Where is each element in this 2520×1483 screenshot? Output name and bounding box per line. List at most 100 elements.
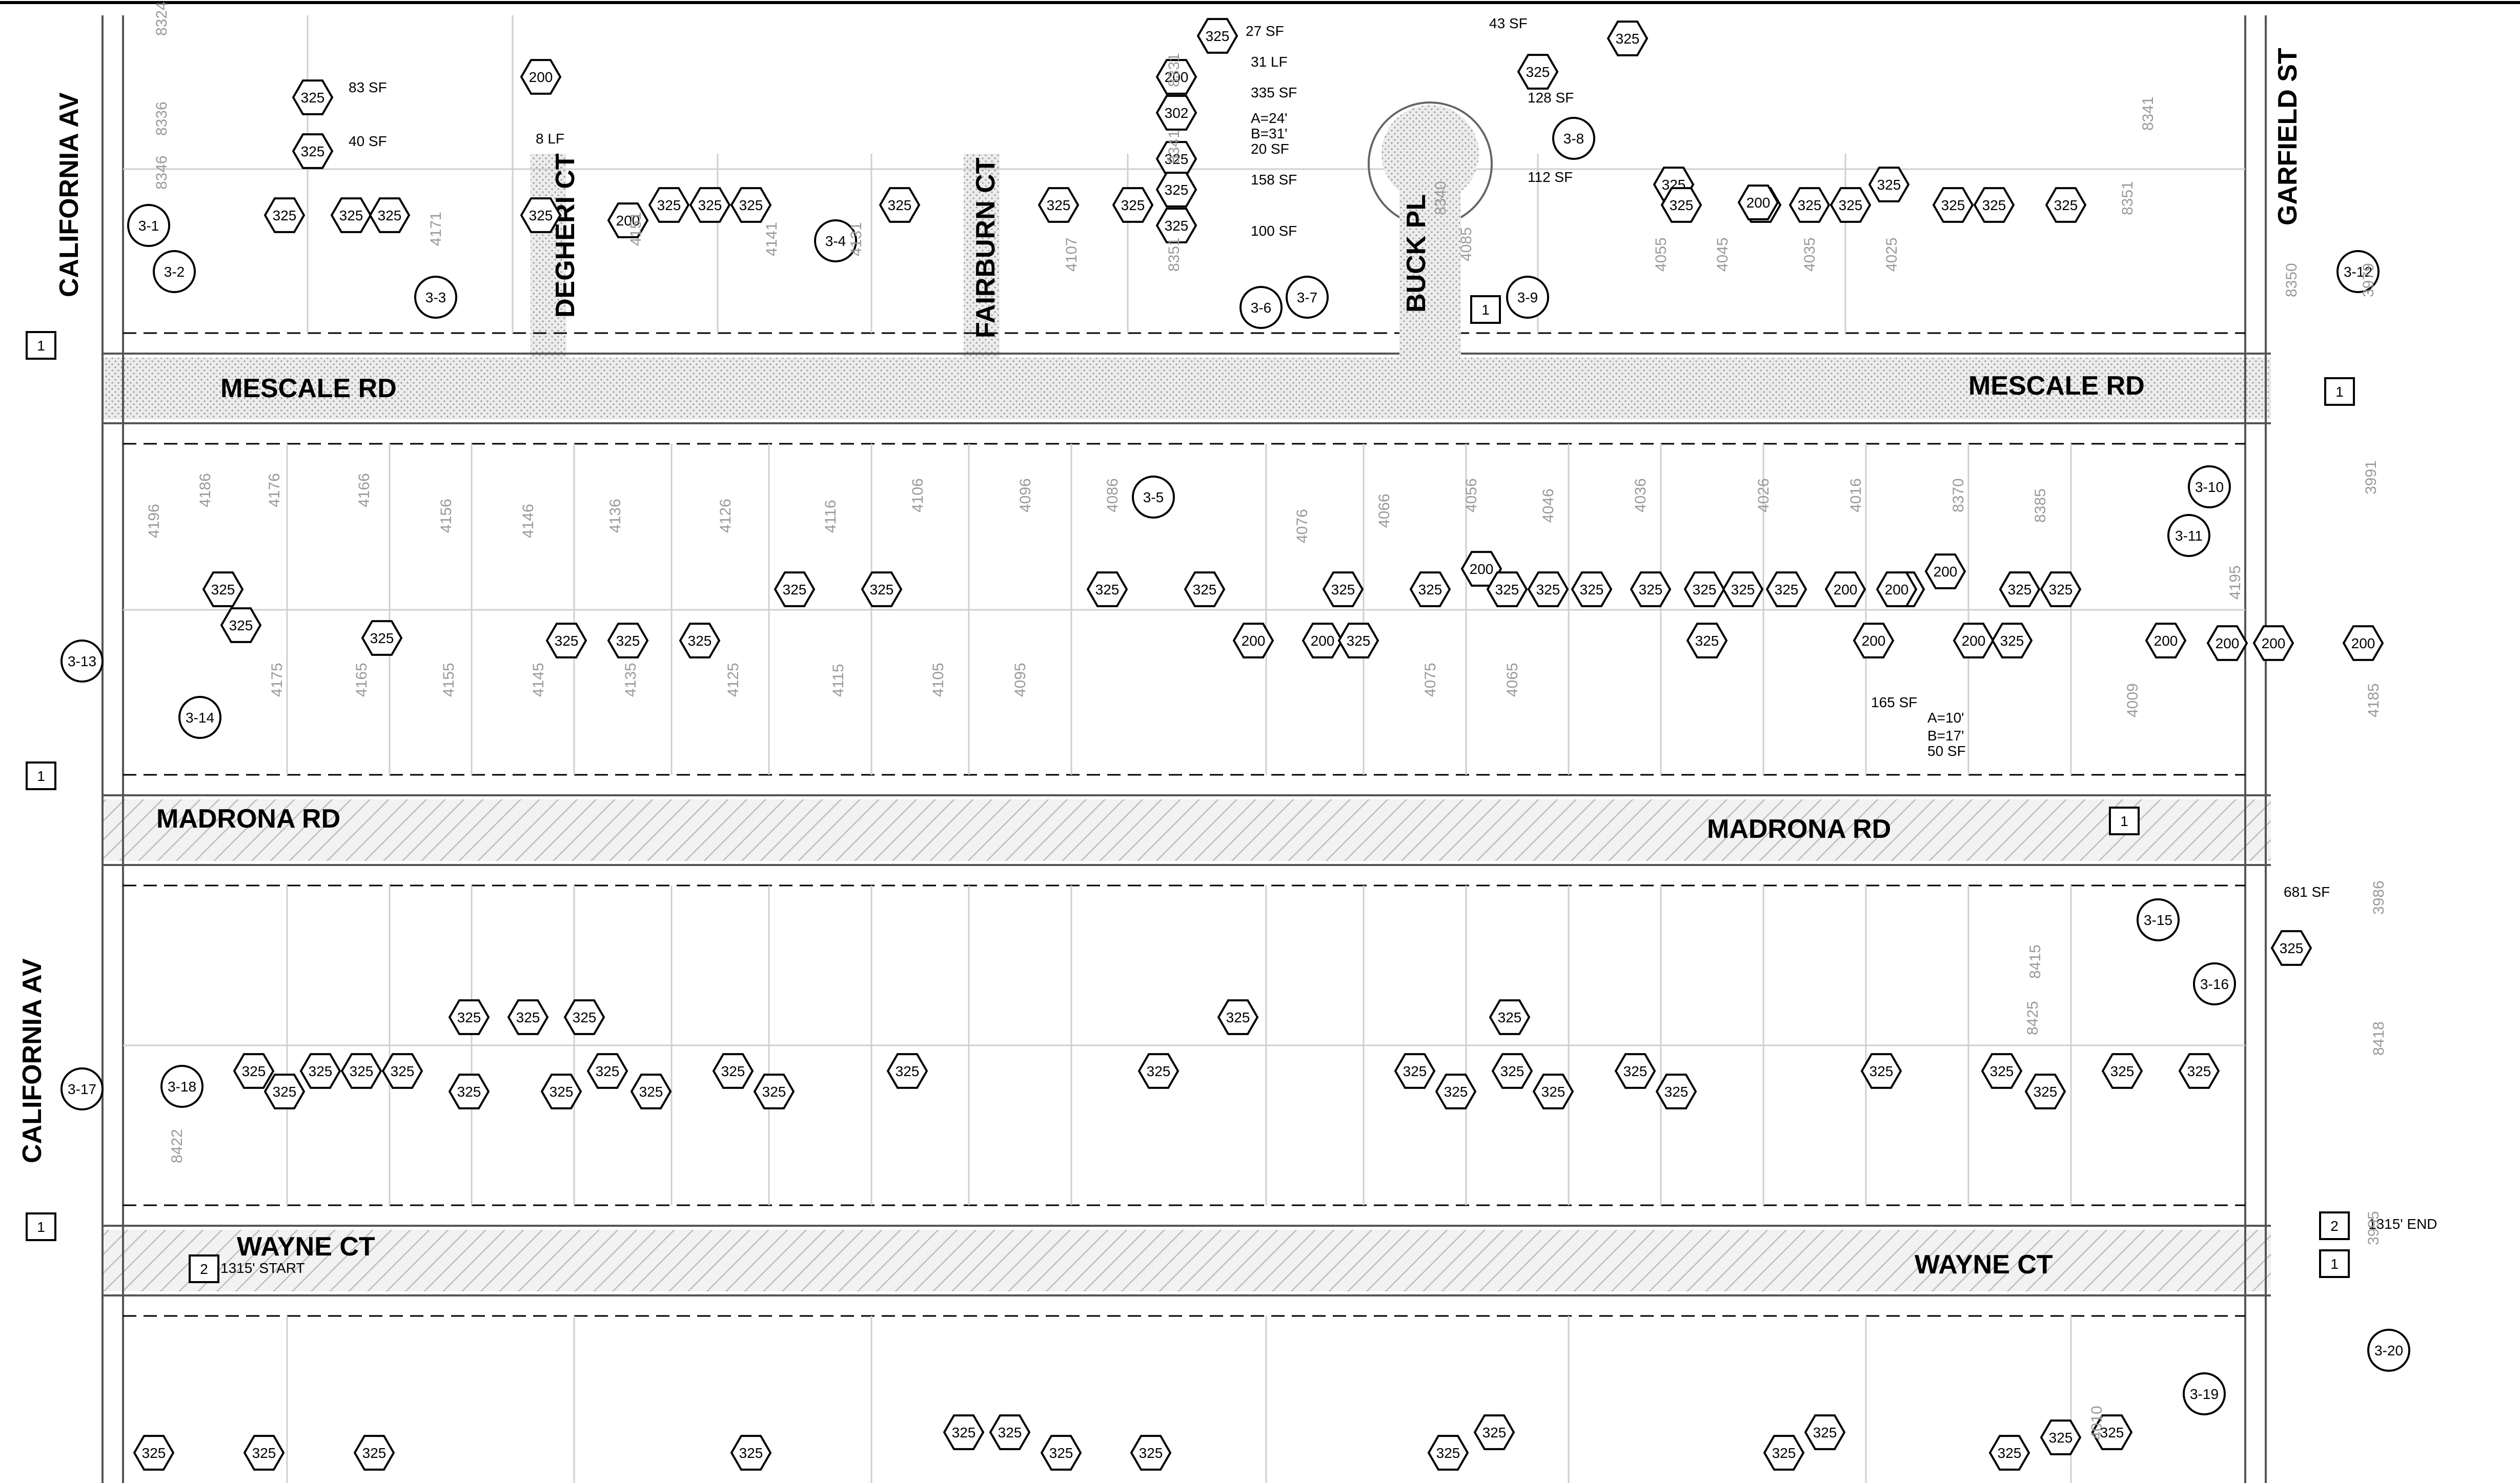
symbol-hexagon: 325 [1571,571,1613,607]
symbol-hexagon: 325 [381,1053,423,1089]
symbol-hexagon: 325 [1973,187,2015,223]
symbol-hexagon: 200 [1737,184,1779,220]
parcel-number: 3986 [2370,880,2387,915]
street-label-garfield: GARFIELD ST [2273,48,2303,225]
svg-text:3-1: 3-1 [138,218,159,234]
svg-text:325: 325 [739,197,763,213]
symbol-hexagon: 325 [292,79,334,115]
svg-text:325: 325 [1139,1445,1163,1461]
svg-text:325: 325 [301,143,325,159]
symbol-hexagon: 325 [2101,1053,2143,1089]
svg-text:325: 325 [1403,1063,1427,1079]
parcel-number: 4065 [1504,663,1521,697]
parcel-number: 4095 [1012,663,1029,697]
madrona-road [103,799,2271,861]
measurement-label: 100 SF [1251,223,1297,239]
svg-text:325: 325 [1095,582,1120,598]
parcel-number: 4155 [440,663,457,697]
detail-callout: 3-7 [1286,276,1329,319]
svg-text:325: 325 [1877,177,1901,193]
street-label-mescale-right: MESCALE RD [1968,371,2145,401]
symbol-hexagon: 200 [607,202,649,238]
svg-text:325: 325 [896,1063,920,1079]
parcel-number: 4107 [1063,237,1080,272]
wayne-road [103,1230,2271,1291]
symbol-hexagon: 325 [545,623,587,658]
station-end: 1315' END [2368,1216,2437,1232]
svg-text:325: 325 [1941,197,1965,213]
symbol-hexagon: 325 [712,1053,754,1089]
svg-text:325: 325 [2187,1063,2211,1079]
detail-callout: 3-4 [814,219,857,262]
parcel-number: 4131 [848,222,865,256]
symbol-hexagon: 325 [730,1435,772,1471]
svg-text:1: 1 [2335,384,2344,400]
square-callout: 1 [26,761,56,790]
parcel-number: 4195 [2227,565,2244,600]
svg-text:3-19: 3-19 [2190,1386,2219,1402]
parcel-number: 4066 [1376,493,1393,528]
svg-text:200: 200 [2262,635,2286,651]
svg-text:325: 325 [1813,1425,1837,1440]
svg-text:200: 200 [1885,582,1909,598]
svg-text:3-2: 3-2 [164,264,185,280]
symbol-hexagon: 325 [448,999,490,1035]
symbol-hexagon: 325 [879,187,921,223]
symbol-hexagon: 325 [886,1053,928,1089]
svg-text:325: 325 [229,617,253,633]
symbol-hexagon: 200 [2145,623,2187,658]
detail-callout: 3-20 [2367,1329,2410,1372]
svg-text:325: 325 [362,1445,387,1461]
parcel-number: 4166 [356,473,373,507]
measurement-label: 681 SF [2284,884,2330,900]
svg-text:325: 325 [1998,1445,2022,1461]
symbol-hexagon: 325 [299,1053,341,1089]
svg-text:325: 325 [1664,1084,1689,1100]
svg-text:325: 325 [1482,1425,1507,1440]
svg-text:325: 325 [888,197,912,213]
detail-callout: 3-15 [2137,898,2180,941]
svg-text:3-3: 3-3 [425,290,446,305]
svg-text:200: 200 [1165,69,1189,85]
symbol-hexagon: 325 [243,1435,285,1471]
parcel-number: 8331 [1166,53,1183,87]
symbol-hexagon: 325 [730,187,772,223]
symbol-hexagon: 325 [340,1053,382,1089]
measurement-label: 158 SF [1251,172,1297,188]
svg-text:325: 325 [273,208,297,223]
symbol-hexagon: 325 [2040,571,2082,607]
symbol-hexagon: 200 [1824,571,1866,607]
svg-text:3-6: 3-6 [1251,300,1271,316]
measurement-label: 128 SF [1528,90,1574,106]
symbol-hexagon: 325 [1155,172,1197,208]
svg-text:3-9: 3-9 [1517,290,1538,305]
parcel-number: 4115 [830,664,847,697]
svg-text:325: 325 [273,1084,297,1100]
svg-text:1: 1 [37,338,45,354]
svg-text:325: 325 [952,1425,976,1440]
symbol-hexagon: 325 [1830,187,1872,223]
parcel-number: 4046 [1540,488,1557,523]
symbol-hexagon: 325 [648,187,690,223]
measurement-label: A=24' [1251,110,1288,126]
parcel-number: 4171 [428,212,444,246]
parcel-number: 8422 [169,1129,186,1163]
symbol-hexagon: 325 [1086,571,1128,607]
detail-callout: 3-9 [1506,276,1549,319]
parcel-number: 4176 [266,473,283,507]
svg-text:325: 325 [1498,1010,1522,1025]
svg-text:200: 200 [2351,635,2375,651]
symbol-hexagon: 200 [1232,623,1274,658]
symbol-hexagon: 325 [2178,1053,2220,1089]
symbol-hexagon: 325 [1686,623,1728,658]
parcel-number: 4009 [2124,683,2141,717]
svg-text:325: 325 [721,1063,745,1079]
symbol-hexagon: 200 [2252,625,2294,661]
svg-text:325: 325 [529,208,553,223]
svg-text:325: 325 [2008,582,2032,598]
measurement-label: 165 SF [1871,694,1917,710]
symbol-hexagon: 325 [1435,1074,1477,1109]
svg-text:325: 325 [1147,1063,1171,1079]
symbol-hexagon: 325 [861,571,903,607]
svg-text:200: 200 [616,213,640,229]
